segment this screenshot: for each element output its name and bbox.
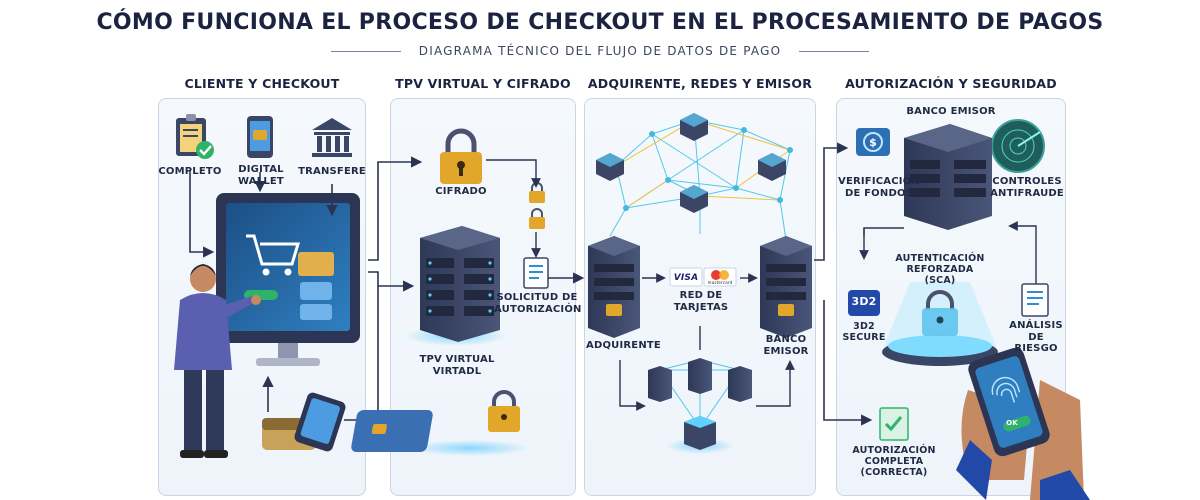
panel-client: [158, 98, 366, 496]
column-header-tpv: TPV VIRTUAL Y CIFRADO: [395, 76, 571, 91]
label-completo: COMPLETO: [158, 166, 222, 177]
label-verificacion-fondos: VERIFICACIÓN DE FONDOS: [838, 176, 920, 199]
label-autenticacion-reforzada: AUTENTICACIÓN REFORZADA (SCA): [895, 253, 985, 286]
label-banco-emisor-network: BANCO EMISOR: [763, 334, 809, 357]
ok-button-label: OK: [1006, 419, 1018, 427]
label-red-tarjetas: RED DE TARJETAS: [673, 290, 729, 313]
label-transfere: TRANSFERE: [298, 166, 366, 177]
page-subtitle: DIAGRAMA TÉCNICO DEL FLUJO DE DATOS DE P…: [330, 44, 870, 58]
column-header-auth: AUTORIZACIÓN Y SEGURIDAD: [845, 76, 1057, 91]
column-header-network: ADQUIRENTE, REDES Y EMISOR: [587, 76, 813, 91]
label-solicitud-autorizacion: SOLICITUD DE AUTORIZACIÓN: [494, 292, 582, 315]
subtitle-wrap: DIAGRAMA TÉCNICO DEL FLUJO DE DATOS DE P…: [0, 40, 1200, 59]
label-cifrado: CIFRADO: [435, 186, 487, 197]
3d-secure-badge-text: 3D2: [851, 295, 877, 308]
label-3d2-secure: 3D2 SECURE: [842, 321, 886, 343]
column-header-client: CLIENTE Y CHECKOUT: [184, 76, 340, 91]
label-banco-emisor: BANCO EMISOR: [906, 106, 996, 117]
visa-logo: VISA: [673, 273, 699, 283]
label-analisis-riesgo: ANÁLISIS DE RIESGO: [1009, 320, 1063, 354]
label-controles-antifraude: CONTROLES ANTIFRAUDE: [990, 176, 1064, 199]
label-digital-wallet: DIGITAL WALLET: [238, 164, 284, 187]
label-autorizacion-completa: AUTORIZACIÓN COMPLETA (CORRECTA): [852, 445, 936, 478]
label-adquirente: ADQUIRENTE: [586, 340, 661, 351]
page-title: CÓMO FUNCIONA EL PROCESO DE CHECKOUT EN …: [96, 10, 1104, 35]
mastercard-label: mastercard: [707, 280, 733, 285]
label-tpv-virtual: TPV VIRTUAL VIRTADL: [419, 354, 495, 377]
